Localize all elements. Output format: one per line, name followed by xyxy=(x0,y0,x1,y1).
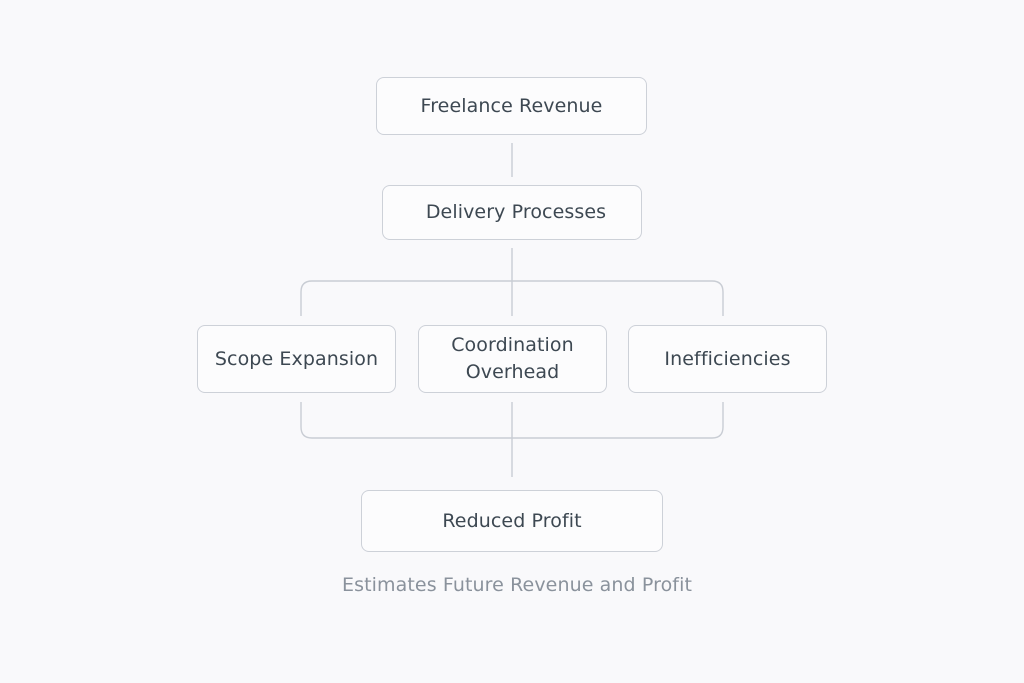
node-label-line-2: Overhead xyxy=(465,361,560,383)
node-label: Delivery Processes xyxy=(425,201,607,223)
node-label: Reduced Profit xyxy=(442,509,582,532)
node-reduced-profit: Reduced Profit xyxy=(361,490,663,552)
connector-bottom-bracket xyxy=(300,402,724,439)
node-freelance-revenue: Freelance Revenue xyxy=(376,77,647,135)
diagram-caption: Estimates Future Revenue and Profit xyxy=(341,574,693,596)
connector-top-bracket xyxy=(300,280,724,316)
node-label: Freelance Revenue xyxy=(420,94,603,117)
node-inefficiencies: Inefficiencies xyxy=(628,325,827,393)
node-label-line-1: Coordination xyxy=(451,334,574,356)
node-delivery-processes: Delivery Processes xyxy=(382,185,642,240)
node-label: Inefficiencies xyxy=(664,347,791,370)
node-label: Scope Expansion xyxy=(214,347,379,370)
node-scope-expansion: Scope Expansion xyxy=(197,325,396,393)
node-coordination-overhead: Coordination Overhead xyxy=(418,325,607,393)
